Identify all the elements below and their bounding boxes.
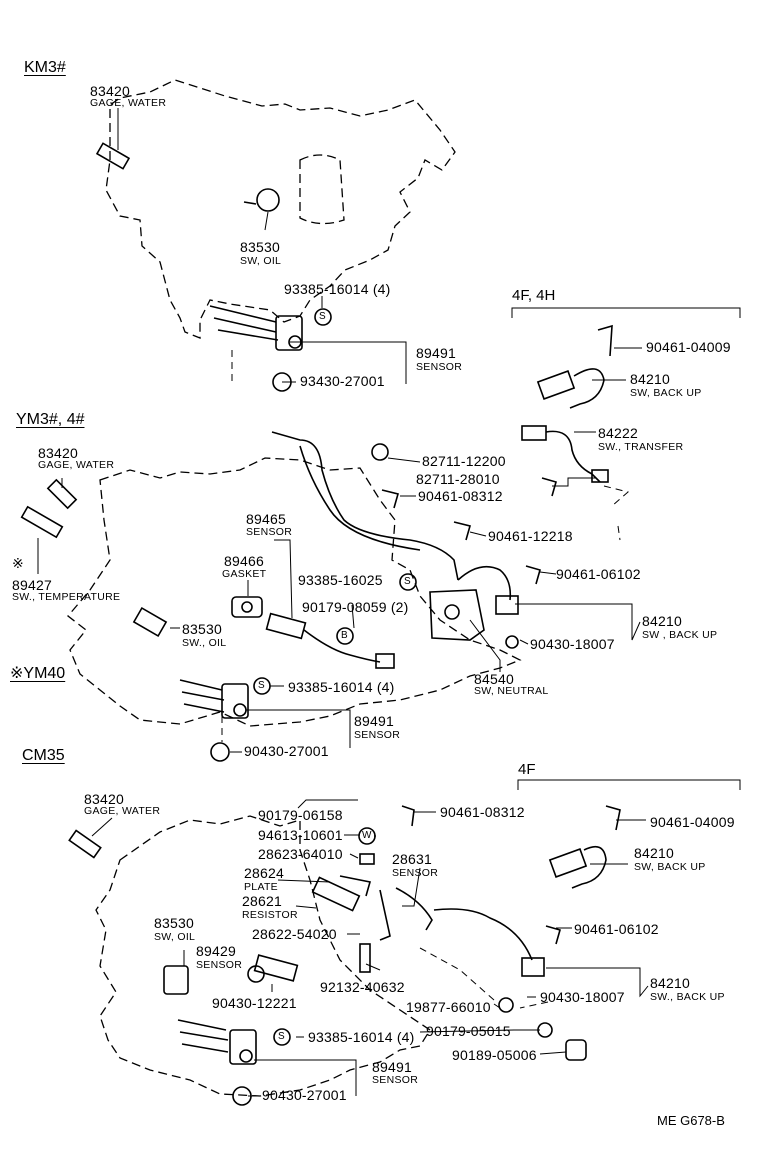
part-description: SENSOR	[354, 729, 401, 741]
part-number-callout: 90461-08312	[440, 804, 525, 820]
part-number-callout: 19877-66010	[406, 999, 491, 1015]
part-number-callout: 89491	[416, 345, 456, 361]
part-number-callout: 93385-16025	[298, 572, 383, 588]
part-number-callout: 94613-10601	[258, 827, 343, 843]
part-description: GASKET	[222, 568, 267, 580]
section-title-cm35: CM35	[22, 747, 65, 764]
part-number-callout: 93385-16014 (4)	[288, 679, 395, 695]
part-number-callout: 84210	[634, 845, 674, 861]
leader-lines	[37, 108, 741, 1097]
part-number-callout: 93385-16014 (4)	[308, 1029, 415, 1045]
part-description: SW, BACK UP	[634, 861, 706, 873]
part-number-callout: ※	[12, 555, 24, 571]
symbol-s-marker: S	[258, 680, 265, 691]
part-number-callout: 83420	[90, 83, 130, 99]
part-description: SW., TEMPERATURE	[12, 591, 121, 603]
part-number-callout: 89429	[196, 943, 236, 959]
part-description: SW , BACK UP	[642, 629, 718, 641]
part-number-callout: 28631	[392, 851, 432, 867]
group-label-4f4h: 4F, 4H	[512, 287, 556, 304]
part-number-callout: 28622-54020	[252, 926, 337, 942]
part-number-callout: 90461-06102	[556, 566, 641, 582]
part-description: SENSOR	[196, 959, 243, 971]
part-number-callout: 84210	[630, 371, 670, 387]
part-number-callout: 90461-12218	[488, 528, 573, 544]
part-number-callout: 28621	[242, 893, 282, 909]
part-number-callout: 84210	[650, 975, 690, 991]
symbol-s-marker: S	[278, 1031, 285, 1042]
part-description: PLATE	[244, 881, 278, 893]
part-number-callout: 89491	[354, 713, 394, 729]
part-number-callout: 82711-12200	[422, 453, 506, 469]
part-description: SW, BACK UP	[630, 387, 702, 399]
part-description: SENSOR	[372, 1074, 419, 1086]
part-number-callout: 92132-40632	[320, 979, 405, 995]
part-description: SW, OIL	[154, 931, 196, 943]
section-title-ym3: YM3#, 4#	[16, 411, 85, 428]
part-number-callout: 28623-64010	[258, 846, 343, 862]
part-description: SW., BACK UP	[650, 991, 725, 1003]
part-number-callout: 90189-05006	[452, 1047, 537, 1063]
part-number-callout: 93430-27001	[300, 373, 385, 389]
group-label-4f: 4F	[518, 761, 536, 778]
part-number-callout: 90430-12221	[212, 995, 297, 1011]
part-glyphs	[20, 142, 621, 1106]
part-description: SENSOR	[416, 361, 463, 373]
part-number-callout: 90461-04009	[650, 814, 735, 830]
symbol-s-marker: S	[319, 311, 326, 322]
part-number-callout: 83530	[154, 915, 194, 931]
part-number-callout: 90179-08059 (2)	[302, 599, 409, 615]
part-description: GAGE, WATER	[90, 97, 167, 109]
section-title-km3: KM3#	[24, 59, 66, 76]
part-number-callout: 83530	[240, 239, 280, 255]
part-number-callout: 90179-06158	[258, 807, 343, 823]
part-number-callout: 90461-04009	[646, 339, 731, 355]
part-number-callout: 84210	[642, 613, 682, 629]
part-number-callout: 90430-18007	[530, 636, 615, 652]
part-number-callout: 89427	[12, 577, 52, 593]
part-description: SW., OIL	[182, 637, 227, 649]
part-number-callout: 89466	[224, 553, 264, 569]
part-description: SW., TRANSFER	[598, 441, 684, 453]
part-number-callout: 84222	[598, 425, 638, 441]
part-description: GAGE, WATER	[38, 459, 115, 471]
part-number-callout: 89491	[372, 1059, 412, 1075]
part-number-callout: 90179-05015	[426, 1023, 511, 1039]
part-description: SENSOR	[392, 867, 439, 879]
part-description: SW, OIL	[240, 255, 282, 267]
part-description: SW, NEUTRAL	[474, 685, 549, 697]
part-number-callout: 90430-27001	[262, 1087, 347, 1103]
section-title-ym40: ※YM40	[10, 665, 66, 682]
drawing-reference: ME G678-B	[657, 1113, 725, 1128]
part-number-callout: 83420	[84, 791, 124, 807]
part-number-callout: 82711-28010	[416, 471, 500, 487]
part-number-callout: 93385-16014 (4)	[284, 281, 391, 297]
part-number-callout: 28624	[244, 865, 284, 881]
part-number-callout: 90430-27001	[244, 743, 329, 759]
part-number-callout: 90461-06102	[574, 921, 659, 937]
symbol-w-marker: W	[362, 830, 372, 841]
engine-outline-km3	[105, 79, 456, 339]
part-description: GAGE, WATER	[84, 805, 161, 817]
part-number-callout: 89465	[246, 511, 286, 527]
symbol-b-marker: B	[341, 630, 348, 641]
part-number-callout: 83420	[38, 445, 78, 461]
engine-outline-ym3	[67, 457, 522, 727]
part-number-callout: 83530	[182, 621, 222, 637]
part-description: SENSOR	[246, 526, 293, 538]
symbol-s-marker: S	[404, 576, 411, 587]
phantom-lines	[221, 350, 630, 1009]
part-number-callout: 84540	[474, 671, 514, 687]
engine-outline-cm35	[95, 815, 431, 1097]
part-number-callout: 90430-18007	[540, 989, 625, 1005]
part-number-callout: 90461-08312	[418, 488, 503, 504]
part-description: RESISTOR	[242, 909, 298, 921]
